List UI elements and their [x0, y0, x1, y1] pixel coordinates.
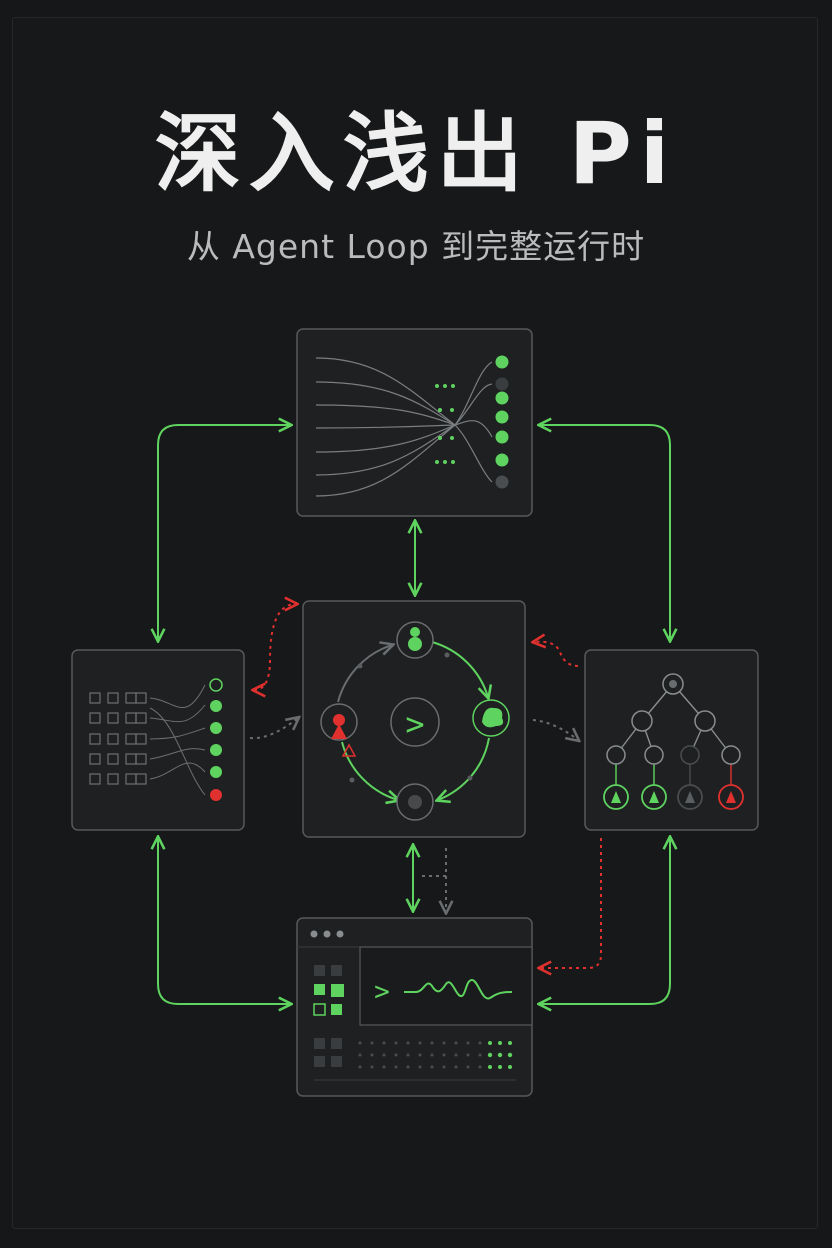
arrow-tools-to-terminal [158, 838, 290, 1004]
loop-node-right [472, 699, 510, 737]
log-lines [358, 1041, 482, 1069]
prompt-glyph: > [405, 705, 424, 743]
page-subtitle: 从 Agent Loop 到完整运行时 [186, 227, 646, 266]
loop-center-prompt: > [390, 697, 440, 747]
tool-status-nodes [209, 678, 223, 801]
outer-loop-arrows [158, 425, 670, 1004]
log-status-dots [487, 1041, 513, 1069]
arrow-tools-to-model [158, 425, 290, 640]
model-output-nodes [495, 355, 509, 489]
model-routing-panel [296, 328, 533, 517]
alert-icon [341, 743, 357, 757]
gray-link-loop-to-terminal [422, 848, 446, 912]
tree-root-dot [669, 680, 677, 688]
red-link-tree-to-loop [534, 642, 579, 667]
routing-dots [435, 384, 455, 464]
tree-leaves [603, 784, 744, 810]
terminal-window-icon [313, 965, 344, 1067]
tool-grid-icon [89, 692, 147, 785]
arrow-tree-to-terminal [540, 838, 670, 1004]
tool-routing-lines [149, 684, 206, 796]
loop-node-top [396, 621, 434, 659]
window-dots [310, 930, 344, 938]
terminal-panel: > [296, 917, 533, 1097]
secondary-arrows [249, 604, 602, 968]
gray-link-loop-to-tree [532, 719, 578, 740]
red-link-tree-to-terminal [540, 838, 602, 968]
session-tree-panel [584, 649, 759, 831]
red-link-tools-to-loop [254, 604, 296, 690]
gray-link-tools-to-loop [249, 718, 298, 740]
routing-funnel-icon [315, 357, 493, 497]
terminal-screen [359, 946, 533, 1026]
signal-wave [404, 978, 513, 1000]
agent-loop-panel: > [302, 600, 526, 838]
loop-node-left [320, 703, 358, 741]
loop-ring-dots [349, 652, 473, 783]
arrow-model-to-tree [540, 425, 670, 640]
terminal-prompt: > [374, 977, 390, 1007]
tree-nodes [606, 673, 741, 765]
loop-node-bottom [396, 783, 434, 821]
tools-panel [71, 649, 245, 831]
page-title: 深入浅出 Pi [154, 104, 678, 204]
